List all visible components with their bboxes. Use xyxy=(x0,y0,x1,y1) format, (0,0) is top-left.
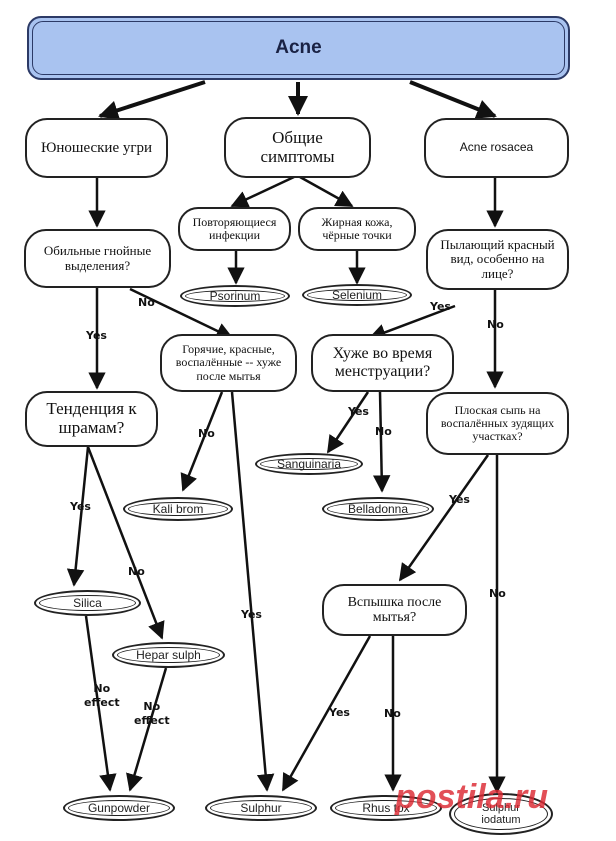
label-no: No xyxy=(489,587,506,600)
remedy-hepar-sulph: Hepar sulph xyxy=(112,642,225,668)
node-flare-after-wash: Вспышка после мытья? xyxy=(322,584,467,636)
label-no: No xyxy=(487,318,504,331)
node-hot-red-inflamed: Горячие, красные, воспалённые -- хуже по… xyxy=(160,334,297,392)
remedy-rhus-tox: Rhus tox xyxy=(330,795,442,821)
remedy-psorinum: Psorinum xyxy=(180,285,290,307)
label-yes: Yes xyxy=(329,706,350,719)
remedy-gunpowder: Gunpowder xyxy=(63,795,175,821)
label-yes: Yes xyxy=(86,329,107,342)
node-copious-pus: Обильные гнойные выделения? xyxy=(24,229,171,288)
remedy-selenium: Selenium xyxy=(302,284,412,306)
label-no: No xyxy=(128,565,145,578)
label-yes: Yes xyxy=(70,500,91,513)
remedy-sanguinaria: Sanguinaria xyxy=(255,453,363,475)
node-worse-menstruation: Хуже во время менструации? xyxy=(311,334,454,392)
node-general-symptoms: Общие симптомы xyxy=(224,117,371,178)
watermark: postila.ru xyxy=(395,778,549,816)
label-no: No xyxy=(138,296,155,309)
remedy-silica: Silica xyxy=(34,590,141,616)
label-no: No xyxy=(384,707,401,720)
remedy-kali-brom: Kali brom xyxy=(123,497,233,521)
node-flat-rash: Плоская сыпь на воспалённых зудящих учас… xyxy=(426,392,569,455)
node-oily-skin: Жирная кожа, чёрные точки xyxy=(298,207,416,251)
node-acne-rosacea: Acne rosacea xyxy=(424,118,569,178)
label-no: No xyxy=(375,425,392,438)
label-yes: Yes xyxy=(449,493,470,506)
label-no: No xyxy=(198,427,215,440)
label-yes: Yes xyxy=(430,300,451,313)
label-yes: Yes xyxy=(348,405,369,418)
node-recurring-infections: Повторяющиеся инфекции xyxy=(178,207,291,251)
node-flushing-red: Пылающий красный вид, особенно на лице? xyxy=(426,229,569,290)
remedy-belladonna: Belladonna xyxy=(322,497,434,521)
remedy-sulphur: Sulphur xyxy=(205,795,317,821)
label-yes: Yes xyxy=(241,608,262,621)
node-scarring: Тенденция к шрамам? xyxy=(25,391,158,447)
node-youth-acne: Юношеские угри xyxy=(25,118,168,178)
diagram-title: Acne xyxy=(27,16,570,80)
remedy-sulphur-iodatum: Sulphur iodatum xyxy=(449,793,553,835)
